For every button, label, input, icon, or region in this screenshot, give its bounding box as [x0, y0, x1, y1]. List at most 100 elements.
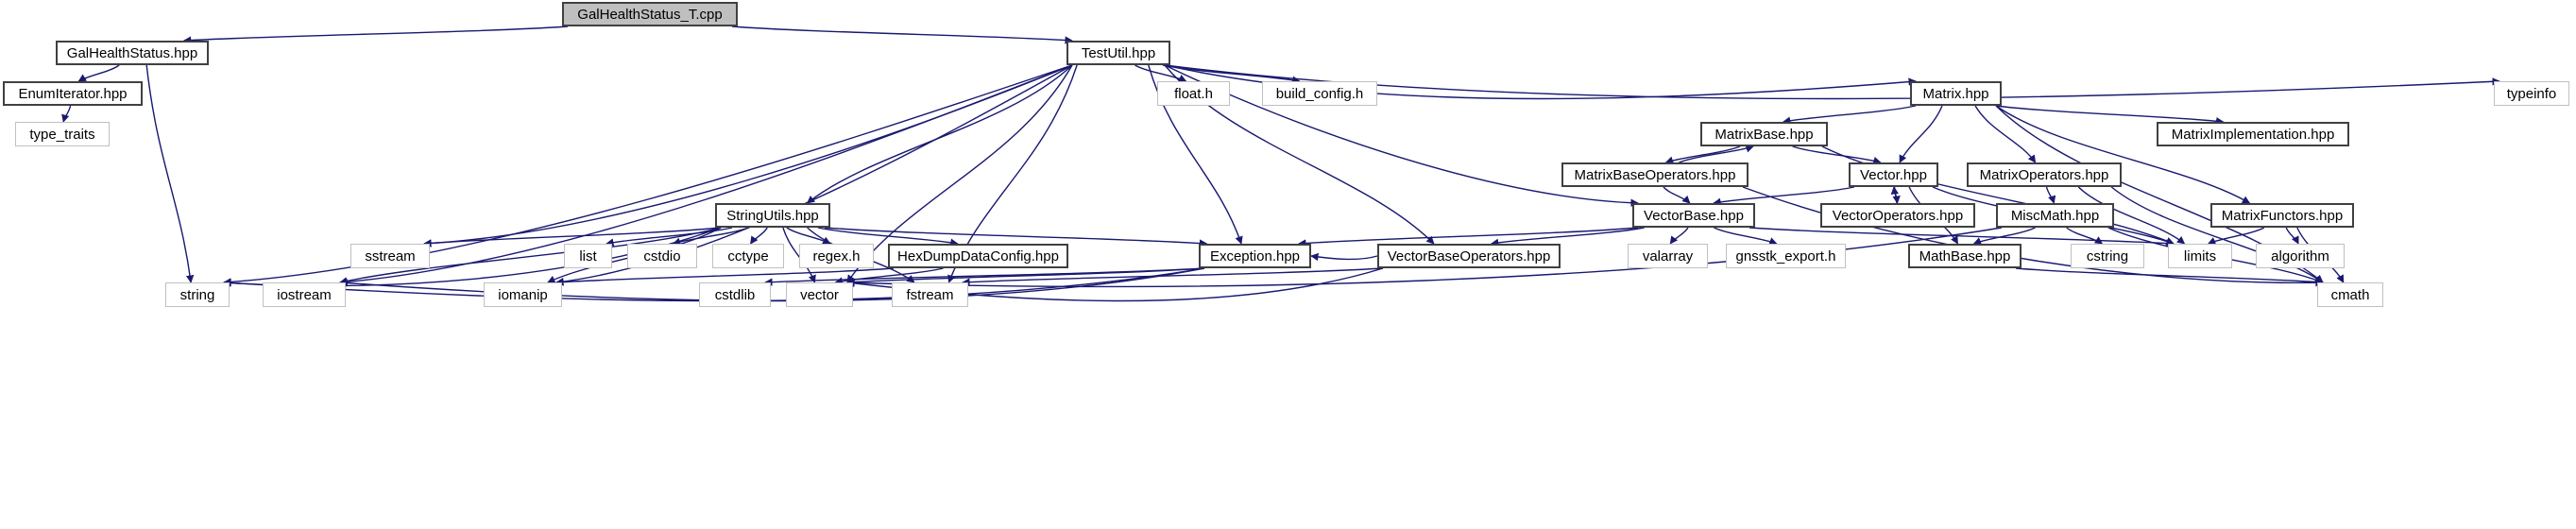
graph-node-label: MatrixImplementation.hpp: [2171, 126, 2335, 143]
graph-node-algorithm[interactable]: algorithm: [2256, 244, 2345, 268]
graph-edge: [806, 64, 1073, 204]
graph-edge: [182, 26, 569, 44]
graph-node-enumiterator-hpp[interactable]: EnumIterator.hpp: [3, 81, 143, 106]
graph-edge: [1974, 105, 2037, 163]
graph-edge: [606, 227, 733, 247]
graph-node-hexdumpdataconfig-hpp[interactable]: HexDumpDataConfig.hpp: [888, 244, 1068, 268]
graph-node-vectoroperators-hpp[interactable]: VectorOperators.hpp: [1820, 203, 1975, 228]
graph-node-vector[interactable]: vector: [786, 282, 853, 307]
graph-node-cstdio[interactable]: cstdio: [627, 244, 697, 268]
graph-edge: [1162, 64, 1301, 84]
graph-node-label: sstream: [365, 247, 416, 264]
graph-node-label: algorithm: [2271, 247, 2329, 264]
graph-node-label: MathBase.hpp: [1919, 247, 2011, 264]
graph-edge: [846, 267, 1205, 286]
graph-node-matrixoperators-hpp[interactable]: MatrixOperators.hpp: [1967, 162, 2122, 187]
graph-node-fstream[interactable]: fstream: [892, 282, 968, 307]
graph-node-label: StringUtils.hpp: [726, 207, 819, 224]
graph-node-label: VectorBaseOperators.hpp: [1387, 247, 1551, 264]
graph-node-mathbase-hpp[interactable]: MathBase.hpp: [1908, 244, 2022, 268]
graph-node-testutil-hpp[interactable]: TestUtil.hpp: [1066, 41, 1170, 65]
graph-node-vectorbaseoperators-hpp[interactable]: VectorBaseOperators.hpp: [1377, 244, 1561, 268]
graph-node-label: cmath: [2330, 286, 2370, 303]
graph-node-iomanip[interactable]: iomanip: [484, 282, 562, 307]
graph-node-miscmath-hpp[interactable]: MiscMath.hpp: [1996, 203, 2114, 228]
graph-node-label: VectorBase.hpp: [1644, 207, 1744, 224]
graph-edge: [423, 227, 722, 247]
graph-node-build-config-h[interactable]: build_config.h: [1262, 81, 1377, 106]
graph-node-exception-hpp[interactable]: Exception.hpp: [1199, 244, 1311, 268]
graph-node-type-traits[interactable]: type_traits: [15, 122, 110, 146]
graph-node-label: MatrixBaseOperators.hpp: [1574, 166, 1736, 183]
graph-node-label: list: [579, 247, 597, 264]
graph-node-list[interactable]: list: [564, 244, 612, 268]
graph-node-valarray[interactable]: valarray: [1628, 244, 1708, 268]
graph-node-cmath[interactable]: cmath: [2317, 282, 2383, 307]
graph-node-matrixfunctors-hpp[interactable]: MatrixFunctors.hpp: [2210, 203, 2354, 228]
graph-edge: [555, 267, 895, 286]
graph-edge: [145, 64, 195, 283]
graph-edge: [731, 26, 1073, 44]
graph-node-label: float.h: [1174, 85, 1213, 102]
graph-node-float-h[interactable]: float.h: [1157, 81, 1230, 106]
graph-edge: [824, 227, 1208, 247]
graph-node-vectorbase-hpp[interactable]: VectorBase.hpp: [1632, 203, 1755, 228]
graph-node-regex-h[interactable]: regex.h: [799, 244, 874, 268]
graph-node-label: VectorOperators.hpp: [1832, 207, 1964, 224]
graph-edge: [1782, 105, 1917, 125]
graph-edge: [1310, 252, 1378, 262]
graph-node-string[interactable]: string: [165, 282, 230, 307]
graph-node-gnsstk-export-h[interactable]: gnsstk_export.h: [1726, 244, 1846, 268]
graph-edge: [1821, 145, 2175, 245]
graph-node-label: iomanip: [498, 286, 548, 303]
graph-edge: [1713, 186, 1855, 206]
graph-node-matriximplementation-hpp[interactable]: MatrixImplementation.hpp: [2157, 122, 2349, 146]
graph-edge: [2045, 186, 2056, 204]
graph-node-cstring[interactable]: cstring: [2071, 244, 2144, 268]
graph-edge: [1664, 145, 1741, 164]
graph-edge: [1749, 227, 2175, 247]
graph-node-matrixbaseoperators-hpp[interactable]: MatrixBaseOperators.hpp: [1561, 162, 1749, 187]
graph-node-label: GalHealthStatus.hpp: [66, 44, 198, 61]
graph-node-label: GalHealthStatus_T.cpp: [577, 6, 723, 23]
graph-edge: [1679, 145, 1754, 163]
graph-edge: [817, 227, 959, 247]
graph-node-cctype[interactable]: cctype: [712, 244, 784, 268]
graph-edge: [1995, 105, 2225, 126]
graph-edge: [1714, 227, 1778, 246]
graph-node-sstream[interactable]: sstream: [350, 244, 430, 268]
graph-node-label: limits: [2183, 247, 2217, 264]
graph-node-label: MatrixBase.hpp: [1714, 126, 1814, 143]
graph-node-label: string: [179, 286, 215, 303]
graph-node-label: cstdlib: [714, 286, 756, 303]
graph-node-stringutils-hpp[interactable]: StringUtils.hpp: [715, 203, 830, 228]
graph-node-label: HexDumpDataConfig.hpp: [897, 247, 1059, 264]
graph-edge: [750, 227, 768, 245]
graph-edge: [1490, 227, 1645, 247]
graph-edge: [2015, 267, 2324, 286]
graph-node-galhealthstatus-hpp[interactable]: GalHealthStatus.hpp: [56, 41, 209, 65]
graph-node-vector-hpp[interactable]: Vector.hpp: [1849, 162, 1938, 187]
graph-node-label: MatrixFunctors.hpp: [2221, 207, 2344, 224]
graph-edge: [77, 64, 120, 82]
graph-node-label: build_config.h: [1275, 85, 1364, 102]
graph-node-label: cctype: [727, 247, 769, 264]
graph-node-label: gnsstk_export.h: [1735, 247, 1836, 264]
graph-node-limits[interactable]: limits: [2168, 244, 2232, 268]
graph-node-typeinfo[interactable]: typeinfo: [2494, 81, 2569, 106]
graph-node-label: typeinfo: [2506, 85, 2557, 102]
graph-node-label: Vector.hpp: [1860, 166, 1927, 183]
graph-node-iostream[interactable]: iostream: [263, 282, 346, 307]
graph-edge: [1663, 186, 1691, 204]
graph-node-label: cstring: [2086, 247, 2129, 264]
graph-edge: [834, 267, 944, 285]
graph-edge: [61, 105, 72, 123]
graph-node-matrixbase-hpp[interactable]: MatrixBase.hpp: [1700, 122, 1828, 146]
graph-node-label: iostream: [277, 286, 332, 303]
graph-node-cstdlib[interactable]: cstdlib: [699, 282, 771, 307]
graph-node-matrix-hpp[interactable]: Matrix.hpp: [1910, 81, 2002, 106]
graph-edge: [1134, 64, 1187, 82]
graph-node-label: EnumIterator.hpp: [18, 85, 128, 102]
graph-node-galhealthstatus-t-cpp[interactable]: GalHealthStatus_T.cpp: [562, 2, 738, 26]
graph-node-label: valarray: [1642, 247, 1694, 264]
